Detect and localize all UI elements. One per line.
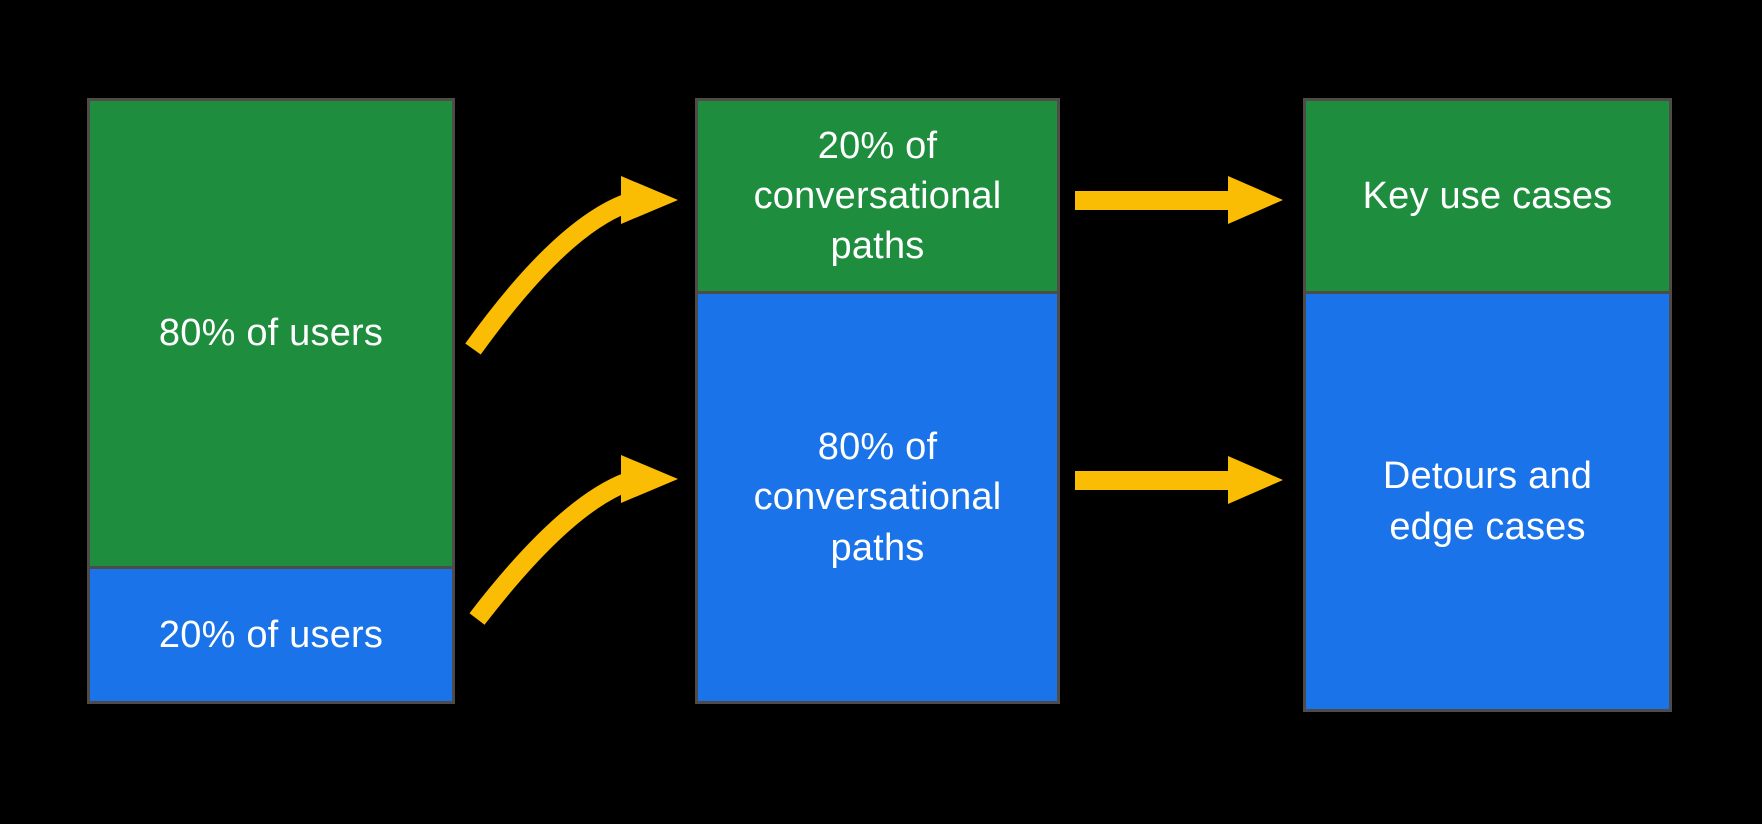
segment-users-minority: 20% of users: [90, 569, 452, 701]
bar-conversational-paths: 20% of conversational paths 80% of conve…: [695, 98, 1060, 704]
straight-arrow-bottom-icon: [1075, 456, 1283, 504]
segment-label: Key use cases: [1362, 174, 1613, 217]
bar-use-cases: Key use cases Detours and edge cases: [1303, 98, 1672, 712]
segment-label: Detours and edge cases: [1382, 455, 1593, 548]
segment-key-use-cases: Key use cases: [1306, 101, 1669, 291]
segment-divider: [90, 566, 452, 569]
segment-label: 20% of users: [158, 613, 384, 656]
curved-arrow-bottom-icon: [469, 455, 678, 625]
segment-detours-edge-cases: Detours and edge cases: [1306, 294, 1669, 709]
segment-label: 80% of conversational paths: [753, 426, 1002, 569]
straight-arrow-top-icon: [1075, 176, 1283, 224]
bar-users: 80% of users 20% of users: [87, 98, 455, 704]
curved-arrow-top-icon: [465, 176, 678, 355]
segment-paths-minority: 20% of conversational paths: [698, 101, 1057, 291]
segment-paths-majority: 80% of conversational paths: [698, 294, 1057, 701]
segment-users-majority: 80% of users: [90, 101, 452, 566]
segment-label: 80% of users: [158, 312, 384, 355]
segment-label: 20% of conversational paths: [753, 124, 1002, 268]
segment-divider: [1306, 291, 1669, 294]
segment-divider: [698, 291, 1057, 294]
